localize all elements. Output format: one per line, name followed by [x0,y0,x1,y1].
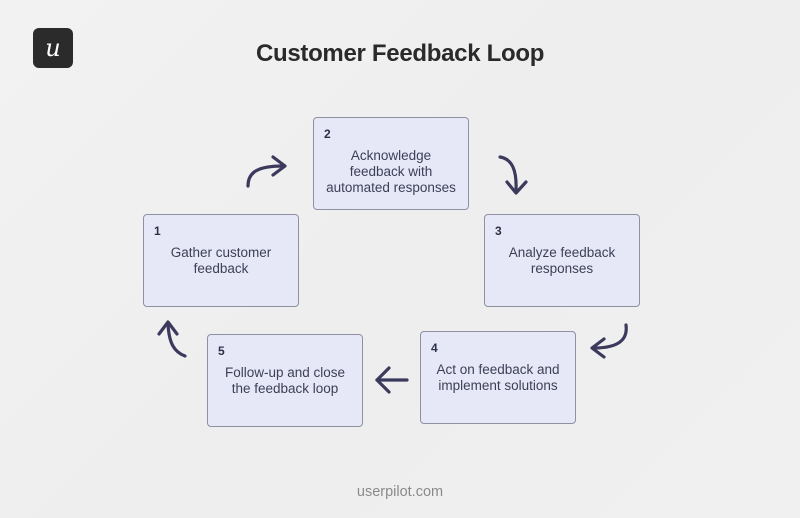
step-1-text: Gather customer feedback [170,244,272,276]
step-2-number: 2 [324,127,331,141]
step-3-number: 3 [495,224,502,238]
step-1-box: 1 Gather customer feedback [143,214,299,307]
logo-letter: u [45,34,61,62]
step-2-text: Acknowledge feedback with automated resp… [326,148,456,195]
step-5-text: Follow-up and close the feedback loop [224,364,346,396]
step-3-box: 3 Analyze feedback responses [484,214,640,307]
arrow-1-to-2-icon [246,155,287,188]
footer-domain: userpilot.com [356,484,444,500]
step-4-box: 4 Act on feedback and implement solution… [420,331,576,424]
step-5-box: 5 Follow-up and close the feedback loop [207,334,363,427]
step-3-text: Analyze feedback responses [508,244,616,276]
step-5-number: 5 [218,344,225,358]
arrow-5-to-1-icon [157,320,187,358]
arrow-3-to-4-icon [590,323,628,359]
userpilot-logo-icon: u [33,28,73,68]
step-4-number: 4 [431,341,438,355]
step-4-text: Act on feedback and implement solutions [436,361,560,393]
arrow-4-to-5-icon [375,366,409,394]
step-2-box: 2 Acknowledge feedback with automated re… [313,117,469,210]
arrow-2-to-3-icon [498,155,528,195]
diagram-title: Customer Feedback Loop [255,40,545,67]
step-1-number: 1 [154,224,161,238]
